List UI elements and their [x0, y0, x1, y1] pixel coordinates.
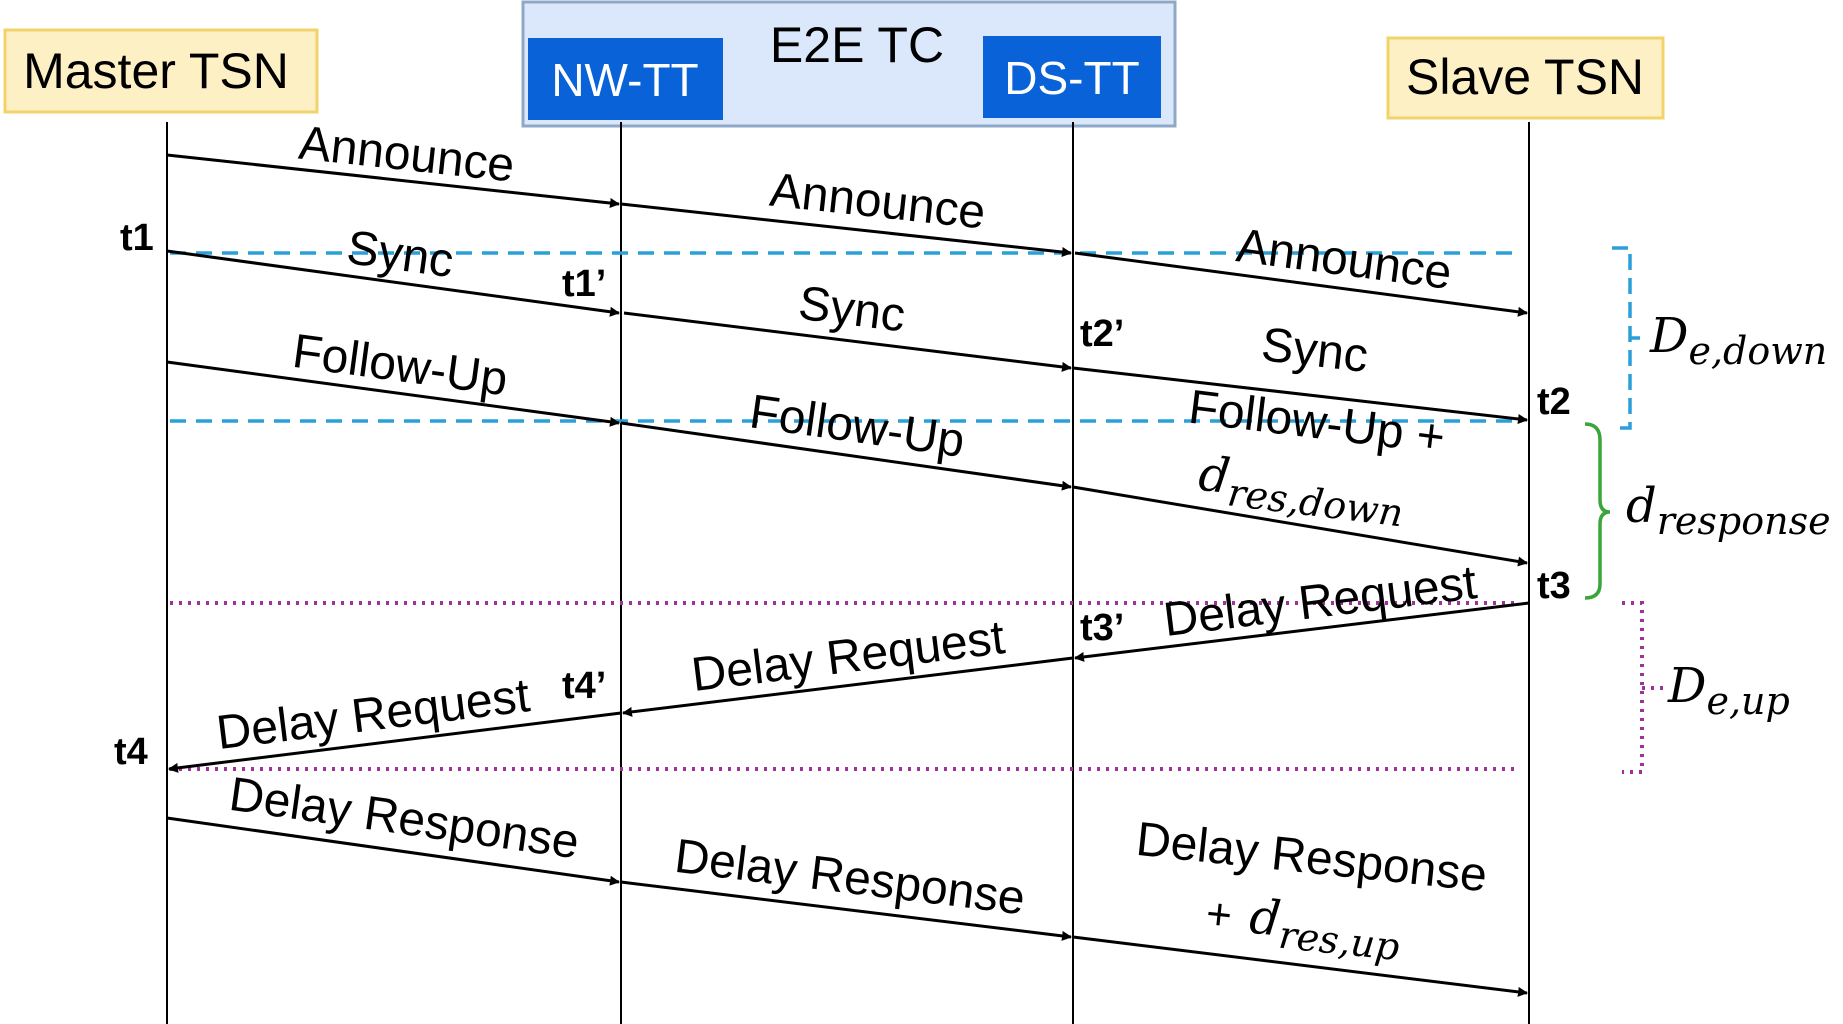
t2-label: t2 [1537, 381, 1571, 423]
de-up-label: De,up [1667, 658, 1790, 723]
delay-response-arrow-2 [620, 880, 1072, 941]
announce-arrow-2 [620, 202, 1072, 257]
follow-up-arrow-2 [620, 421, 1072, 491]
delay-request-label-2: Delay Request [689, 611, 1008, 702]
slave-tsn-box [1386, 36, 1665, 120]
delay-response-arrow-1 [166, 816, 620, 886]
delay-response-arrow-3 [1072, 935, 1528, 997]
t1-prime-label: t1’ [562, 263, 606, 305]
e2e-tc-label: E2E TC [770, 17, 944, 73]
de-down-label: De,down [1649, 308, 1827, 373]
master-tsn-box [3, 28, 319, 114]
delay-response-label-3-line1: Delay Response [1134, 813, 1490, 903]
de-down-bracket [1612, 246, 1640, 430]
de-up-bracket [1622, 601, 1668, 774]
d-response-label: dresponse [1626, 478, 1831, 543]
sync-arrow-1 [166, 249, 620, 317]
delay-request-arrow-1 [1074, 601, 1530, 662]
t1-label: t1 [120, 217, 154, 259]
delay-response-label-1: Delay Response [226, 768, 582, 870]
delay-request-arrow-2 [622, 656, 1074, 717]
t2-prime-label: t2’ [1080, 313, 1124, 355]
sync-arrow-3 [1072, 366, 1528, 424]
master-tsn-label: Master TSN [23, 43, 289, 99]
t3-prime-label: t3’ [1080, 607, 1124, 649]
announce-arrow-1 [166, 153, 620, 209]
t4-label: t4 [114, 731, 148, 773]
sync-label-3: Sync [1259, 318, 1371, 383]
ds-tt-box [983, 36, 1161, 118]
announce-label-1: Announce [296, 117, 517, 193]
t4-prime-label: t4’ [562, 665, 606, 707]
follow-up-arrow-3 [1072, 485, 1528, 567]
d-response-bracket [1584, 422, 1611, 600]
slave-tsn-label: Slave TSN [1406, 49, 1644, 105]
follow-up-arrow-1 [166, 360, 620, 427]
announce-arrow-3 [1074, 251, 1528, 317]
t3-label: t3 [1537, 565, 1571, 607]
sync-arrow-2 [623, 311, 1072, 372]
delay-request-label-3: Delay Request [214, 669, 533, 760]
announce-label-2: Announce [767, 164, 988, 240]
delay-request-label-1: Delay Request [1161, 556, 1480, 647]
d-res-down-label: dres,down [1195, 446, 1409, 536]
sync-label-2: Sync [796, 277, 908, 343]
nw-tt-box [528, 38, 723, 120]
delay-request-arrow-3 [168, 711, 622, 773]
ds-tt-label: DS-TT [1004, 52, 1139, 104]
nw-tt-label: NW-TT [551, 54, 698, 106]
